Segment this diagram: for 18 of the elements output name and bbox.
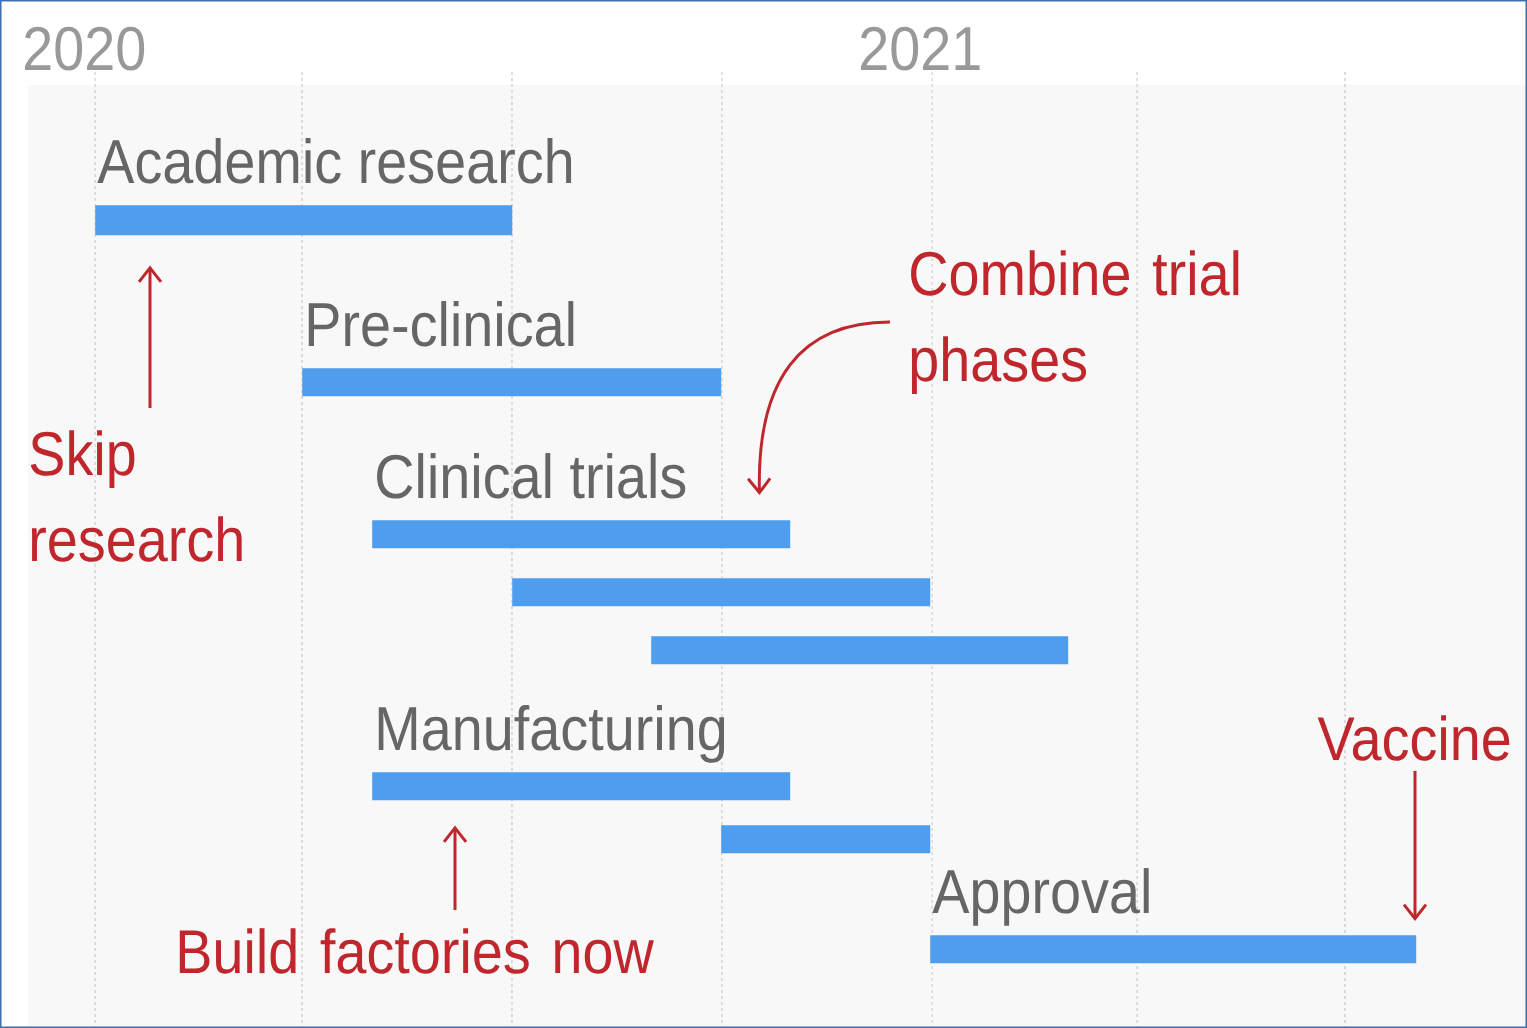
bar-label: Academic research (97, 138, 572, 184)
bar-label: Approval (932, 868, 1149, 926)
annotation-text: Combine trial phases (911, 250, 1239, 394)
timeline-bar (512, 578, 931, 607)
bar-label: Clinical trials (377, 453, 686, 499)
arrow (137, 265, 163, 408)
year-label: 2021 (861, 26, 980, 71)
arrow (746, 320, 891, 495)
bar-label: Manufacturing (378, 705, 725, 763)
arrow (1402, 770, 1428, 921)
annotation-text: Skip research (30, 430, 242, 562)
timeline-bar (721, 825, 931, 854)
year-label: 2020 (25, 26, 145, 71)
arrow (442, 825, 468, 910)
bar-label: Pre-clinical (308, 301, 574, 347)
annotation-text: Vaccine (1317, 715, 1510, 761)
annotation-text: Build factories now (179, 928, 654, 974)
timeline-bar (651, 636, 1069, 665)
